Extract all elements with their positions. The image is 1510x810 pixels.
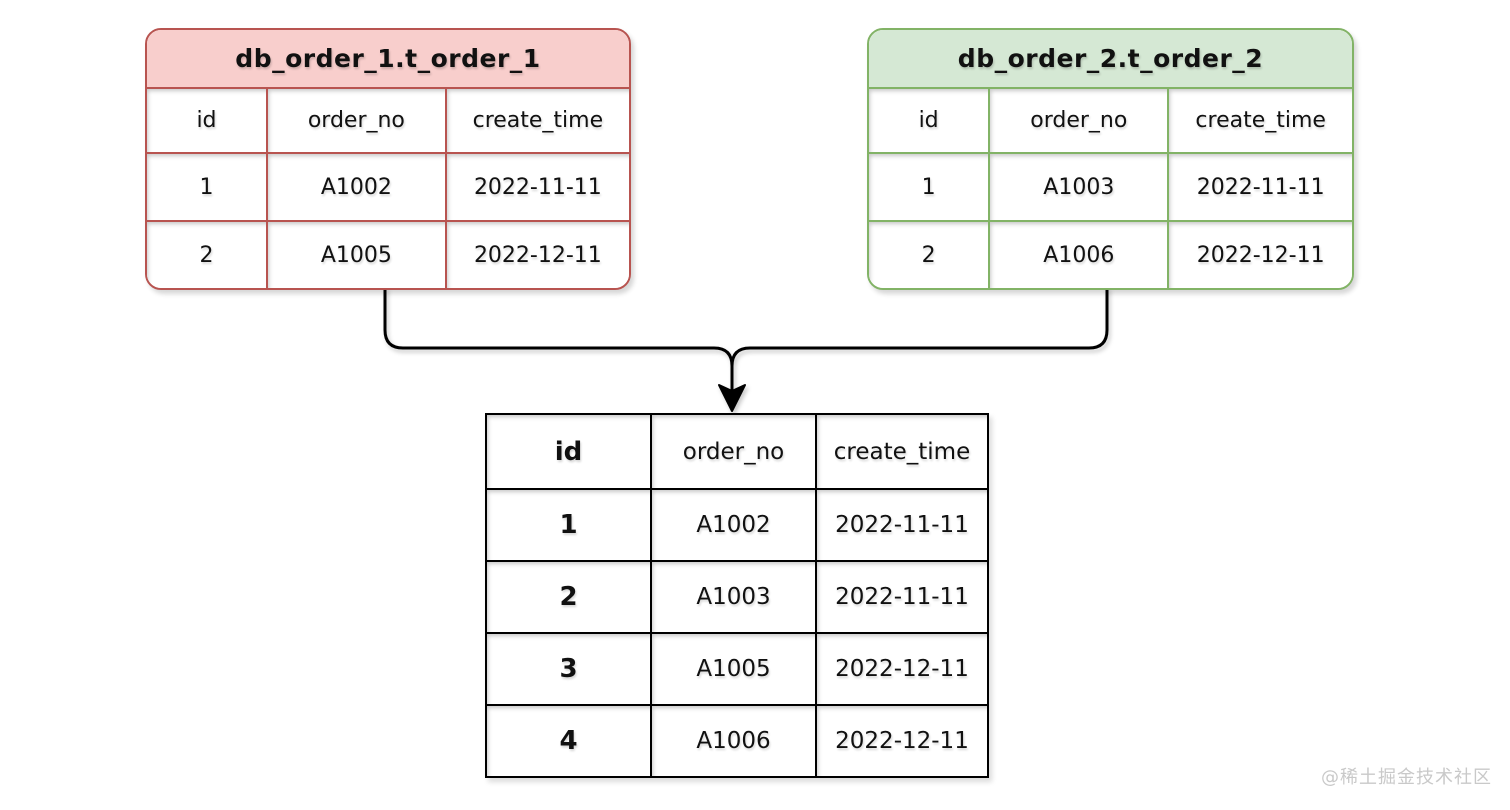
column-header: create_time — [446, 89, 629, 152]
table-cell: 2 — [487, 560, 652, 632]
table-cell: A1002 — [652, 488, 817, 560]
table-cell: 2 — [869, 220, 991, 288]
arrowhead-icon — [718, 384, 746, 412]
table-cell: 2022-11-11 — [817, 560, 987, 632]
table-cell: 2022-11-11 — [1169, 152, 1352, 220]
column-header: create_time — [817, 415, 987, 488]
table-db-order-2-grid: id order_no create_time 1 A1003 2022-11-… — [869, 89, 1352, 288]
table-cell: 2022-12-11 — [446, 220, 629, 288]
table-cell: 2022-12-11 — [1169, 220, 1352, 288]
table-cell: A1006 — [990, 220, 1170, 288]
connector-left-branch — [383, 286, 734, 392]
table-cell: 2022-11-11 — [817, 488, 987, 560]
table-cell: A1005 — [652, 632, 817, 704]
table-db-order-1: db_order_1.t_order_1 id order_no create_… — [145, 28, 631, 290]
table-db-order-1-grid: id order_no create_time 1 A1002 2022-11-… — [147, 89, 629, 288]
table-cell: A1005 — [267, 220, 447, 288]
table-cell: 2022-12-11 — [817, 704, 987, 776]
table-cell: A1003 — [652, 560, 817, 632]
column-header: order_no — [652, 415, 817, 488]
table-cell: A1003 — [990, 152, 1170, 220]
table-cell: 2 — [147, 220, 268, 288]
table-cell: A1006 — [652, 704, 817, 776]
table-cell: 1 — [487, 488, 652, 560]
table-cell: 1 — [869, 152, 991, 220]
table-cell: A1002 — [267, 152, 447, 220]
column-header: order_no — [990, 89, 1170, 152]
table-cell: 1 — [147, 152, 268, 220]
column-header: id — [487, 415, 652, 488]
table-cell: 3 — [487, 632, 652, 704]
connector-right-branch — [730, 286, 1109, 368]
column-header: id — [147, 89, 268, 152]
table-db-order-1-title: db_order_1.t_order_1 — [147, 30, 629, 89]
table-db-order-2: db_order_2.t_order_2 id order_no create_… — [867, 28, 1354, 290]
watermark: @稀土掘金技术社区 — [1321, 767, 1492, 788]
table-cell: 2022-11-11 — [446, 152, 629, 220]
table-cell: 2022-12-11 — [817, 632, 987, 704]
table-merged-result: id order_no create_time 1 A1002 2022-11-… — [485, 413, 989, 778]
table-cell: 4 — [487, 704, 652, 776]
column-header: create_time — [1169, 89, 1352, 152]
column-header: id — [869, 89, 991, 152]
table-db-order-2-title: db_order_2.t_order_2 — [869, 30, 1352, 89]
column-header: order_no — [267, 89, 447, 152]
